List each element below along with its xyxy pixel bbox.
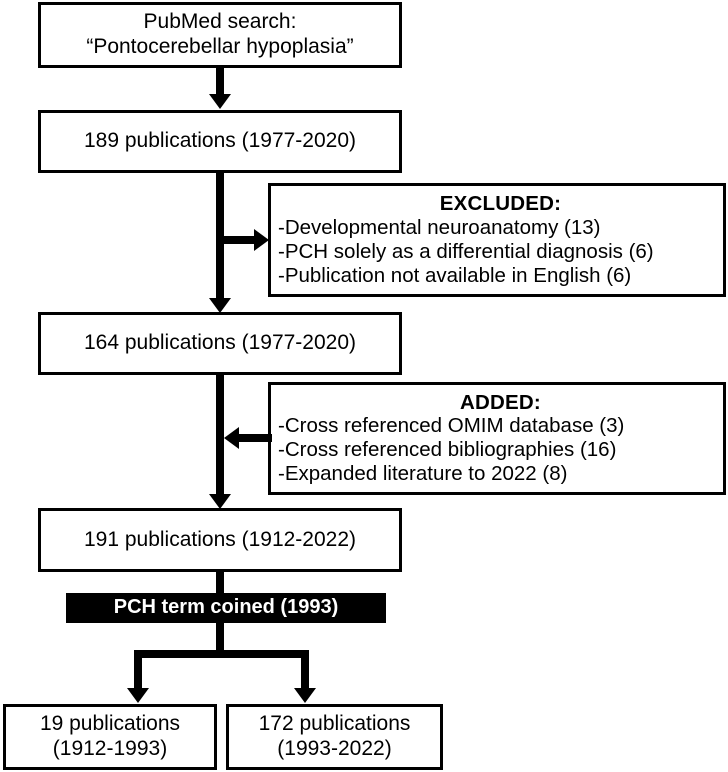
node-excluded: EXCLUDED: -Developmental neuroanatomy (1…	[268, 183, 726, 297]
arrowhead-search-to-initial	[209, 94, 231, 109]
node-after-term-line2: (1993-2022)	[277, 737, 392, 760]
node-excluded-heading: EXCLUDED:	[439, 192, 562, 216]
node-pubmed-search: PubMed search: “Pontocerebellar hypoplas…	[38, 2, 402, 68]
node-total-results-label: 191 publications (1912-2022)	[83, 527, 357, 551]
node-after-term: 172 publications (1993-2022)	[226, 704, 443, 770]
arrowhead-initial-to-after-exclusion	[209, 298, 231, 313]
node-before-term: 19 publications (1912-1993)	[3, 704, 217, 770]
node-added-heading: ADDED:	[460, 390, 541, 414]
arrowhead-added-to-after-exclusion	[224, 427, 239, 449]
connector-added-to-after-exclusion	[238, 434, 272, 442]
node-pubmed-search-line2: “Pontocerebellar hypoplasia”	[86, 35, 354, 58]
connector-initial-to-excluded	[220, 236, 256, 244]
node-term-coined-label: PCH term coined (1993)	[113, 596, 339, 619]
node-pubmed-search-line1: PubMed search:	[143, 10, 297, 34]
node-before-term-line1: 19 publications	[39, 712, 181, 736]
connector-split-right-leg	[301, 650, 309, 692]
node-initial-results-label: 189 publications (1977-2020)	[83, 129, 357, 153]
connector-after-exclusion-to-total	[216, 375, 224, 498]
node-excluded-item-1: -Developmental neuroanatomy (13)	[278, 215, 601, 239]
node-added-item-3: -Expanded literature to 2022 (8)	[278, 462, 568, 486]
node-before-term-line2: (1912-1993)	[52, 737, 168, 760]
node-added: ADDED: -Cross referenced OMIM database (…	[268, 382, 726, 495]
node-added-item-2: -Cross referenced bibliographies (16)	[278, 438, 617, 462]
arrowhead-split-to-after-term	[294, 688, 316, 703]
connector-search-to-initial	[216, 68, 224, 96]
node-after-exclusion: 164 publications (1977-2020)	[38, 312, 402, 375]
node-excluded-item-3: -Publication not available in English (6…	[278, 263, 632, 287]
node-added-item-1: -Cross referenced OMIM database (3)	[278, 414, 625, 438]
node-term-coined: PCH term coined (1993)	[66, 593, 386, 623]
connector-split-left-leg	[134, 650, 142, 692]
node-after-exclusion-label: 164 publications (1977-2020)	[83, 331, 357, 355]
connector-split-bar	[134, 650, 309, 658]
arrowhead-split-to-before-term	[127, 688, 149, 703]
arrowhead-initial-to-excluded	[254, 229, 269, 251]
node-excluded-item-2: -PCH solely as a differential diagnosis …	[278, 239, 654, 263]
node-after-term-line1: 172 publications	[258, 712, 411, 736]
arrowhead-after-exclusion-to-total	[209, 494, 231, 509]
node-initial-results: 189 publications (1977-2020)	[38, 110, 402, 173]
node-total-results: 191 publications (1912-2022)	[38, 508, 402, 572]
